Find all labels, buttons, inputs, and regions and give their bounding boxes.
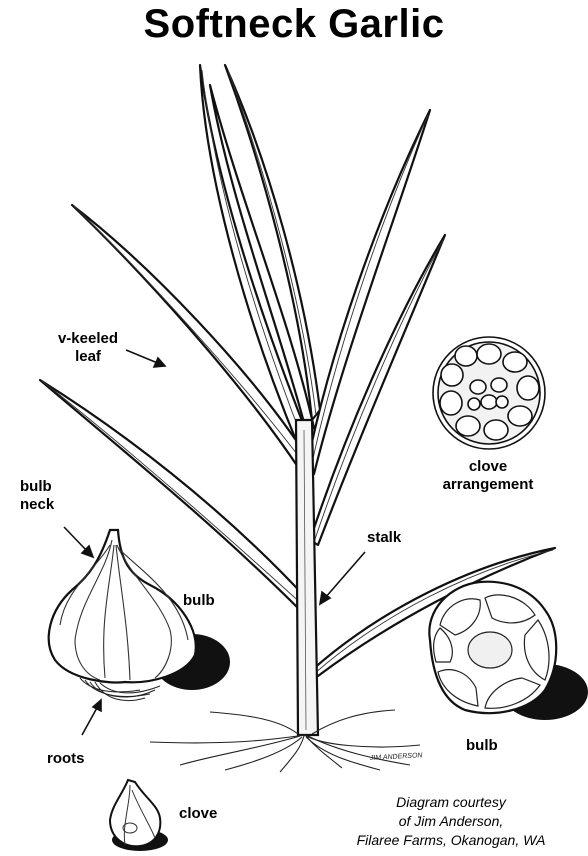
plant-roots [150, 710, 420, 772]
label-clove-arrangement-line1: clove [418, 458, 558, 476]
bulb-left-drawing [49, 530, 230, 701]
label-roots: roots [47, 750, 85, 768]
label-v-keeled-leaf: v-keeled leaf [48, 330, 128, 366]
credit-line1: Diagram courtesy [318, 793, 584, 812]
label-clove-arrangement-line2: arrangement [418, 476, 558, 494]
label-clove-arrangement: clove arrangement [418, 458, 558, 494]
credit-line2: of Jim Anderson, [318, 812, 584, 831]
label-clove: clove [179, 805, 217, 823]
label-v-keeled-line1: v-keeled [48, 330, 128, 348]
label-bulb-right: bulb [466, 737, 498, 755]
label-bulb-neck-line2: neck [20, 496, 90, 514]
bulb-right-drawing [429, 582, 588, 720]
label-stalk: stalk [367, 529, 401, 547]
clove-arrangement-drawing [433, 337, 545, 449]
credit-line3: Filaree Farms, Okanogan, WA [318, 831, 584, 850]
leaf-center-c [210, 85, 314, 430]
clove-drawing [110, 780, 168, 851]
artist-signature: JIM ANDERSON [369, 752, 424, 762]
label-v-keeled-line2: leaf [48, 348, 128, 366]
label-bulb-left: bulb [183, 592, 215, 610]
label-bulb-neck-line1: bulb [20, 478, 90, 496]
diagram-credit: Diagram courtesy of Jim Anderson, Filare… [318, 793, 584, 850]
label-bulb-neck: bulb neck [20, 478, 90, 514]
